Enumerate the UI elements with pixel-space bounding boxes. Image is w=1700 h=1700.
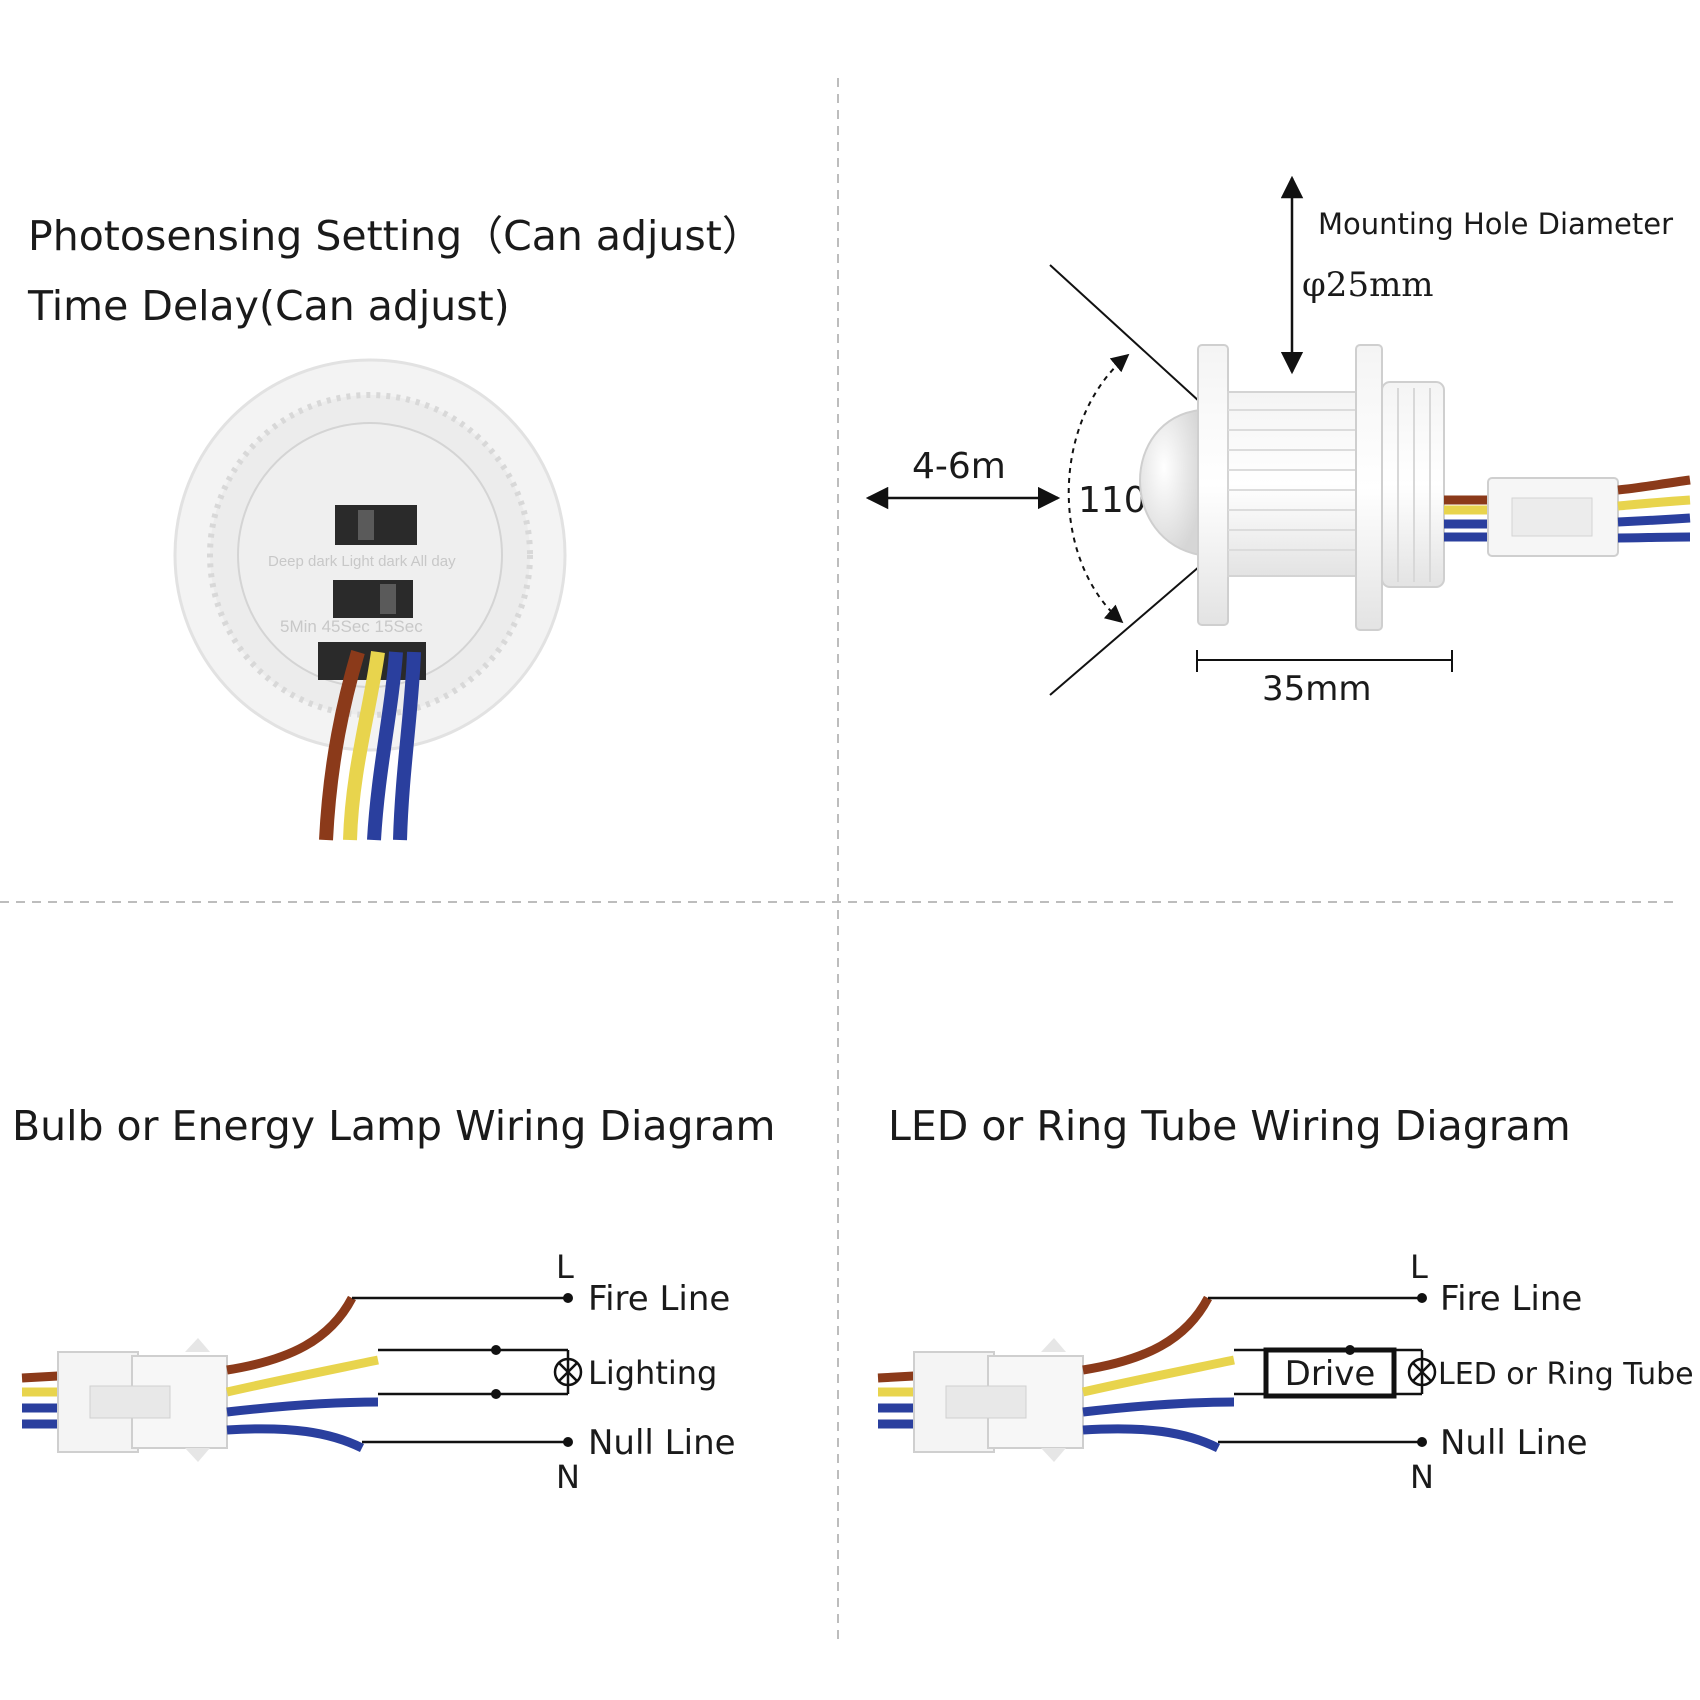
bulb-wires: [226, 1295, 379, 1453]
bulb-circuit: [352, 1296, 583, 1444]
time-delay-label: Time Delay(Can adjust): [27, 282, 510, 330]
sensor-back-view: Deep dark Light dark All day 5Min 45Sec …: [173, 358, 567, 841]
lens-dome: [1139, 408, 1201, 557]
bulb-connector: [21, 1338, 228, 1462]
light-dial-labels: Deep dark Light dark All day: [268, 553, 456, 570]
dimensions-panel: Mounting Hole Diameter φ25mm 110° 4-6m: [865, 175, 1691, 709]
lamp-symbol: [553, 1357, 583, 1387]
bulb-lighting-label: Lighting: [588, 1354, 717, 1392]
bulb-N-label: N: [556, 1458, 580, 1496]
led-wires: [1082, 1295, 1235, 1453]
sensor-side-view: [1139, 344, 1691, 631]
diameter-value: φ25mm: [1302, 265, 1434, 305]
led-circuit: [1208, 1296, 1437, 1444]
brown-wire: [226, 1295, 356, 1375]
light-dial-slot[interactable]: [335, 505, 417, 545]
led-load-label: LED or Ring Tube: [1438, 1357, 1694, 1392]
led-L-label: L: [1410, 1248, 1428, 1286]
led-diagram-title: LED or Ring Tube Wiring Diagram: [888, 1102, 1571, 1150]
cone-line-lower: [1049, 565, 1201, 696]
bulb-null-line-label: Null Line: [588, 1423, 736, 1463]
threaded-body: [1227, 391, 1361, 577]
range-value: 4-6m: [912, 446, 1006, 487]
bulb-fire-line-label: Fire Line: [588, 1279, 730, 1319]
time-dial-slot[interactable]: [333, 580, 413, 618]
blue-wire-2: [226, 1424, 365, 1453]
led-fire-line-label: Fire Line: [1440, 1279, 1582, 1319]
led-null-line-label: Null Line: [1440, 1423, 1588, 1463]
yellow-wire: [1082, 1355, 1235, 1397]
led-symbol: [1407, 1357, 1437, 1387]
mounting-hole-label: Mounting Hole Diameter: [1318, 207, 1673, 241]
led-N-label: N: [1410, 1458, 1434, 1496]
length-value: 35mm: [1262, 669, 1372, 709]
photosensing-label: Photosensing Setting（Can adjust）: [28, 212, 763, 260]
time-dial-labels: 5Min 45Sec 15Sec: [280, 617, 423, 636]
brown-wire: [1082, 1295, 1212, 1375]
yellow-wire: [226, 1355, 379, 1397]
blue-wire-1: [1082, 1397, 1235, 1417]
bulb-wiring-panel: Bulb or Energy Lamp Wiring Diagram: [12, 1102, 775, 1496]
settings-panel: Photosensing Setting（Can adjust） Time De…: [27, 212, 763, 841]
bulb-L-label: L: [556, 1248, 574, 1286]
drive-box: [1263, 1347, 1397, 1399]
drive-label: Drive: [1285, 1354, 1376, 1394]
blue-wire-1: [226, 1397, 379, 1417]
led-wiring-panel: LED or Ring Tube Wiring Diagram: [877, 1102, 1694, 1496]
led-connector: [877, 1338, 1084, 1462]
bulb-diagram-title: Bulb or Energy Lamp Wiring Diagram: [12, 1102, 775, 1150]
cone-line-upper: [1049, 264, 1201, 403]
blue-wire-2: [1082, 1424, 1221, 1453]
angle-arc: [1067, 353, 1130, 624]
wire-bundle: [319, 650, 421, 841]
